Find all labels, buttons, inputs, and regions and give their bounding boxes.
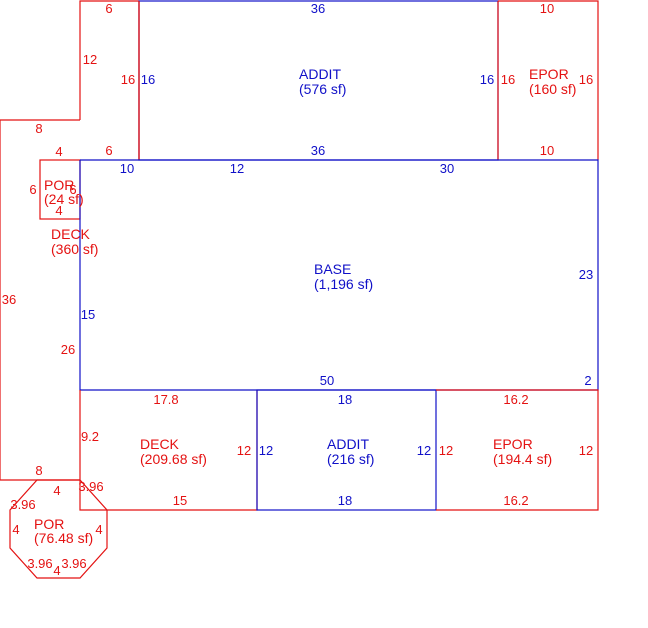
- dim-base-top-a: 10: [120, 161, 134, 176]
- dim-deck-bottom-bottom: 15: [173, 493, 187, 508]
- dim-base-left: 15: [81, 307, 95, 322]
- dim-oct-left: 4: [12, 522, 19, 537]
- dim-addit-top-top: 36: [311, 1, 325, 16]
- deck-bottom-name: DECK: [140, 436, 180, 452]
- outline-layer: [0, 0, 599, 579]
- epor-bottom-outline: [436, 389, 599, 511]
- dim-addit-bottom-right: 12: [417, 443, 431, 458]
- base-size: (1,196 sf): [314, 276, 373, 292]
- dim-base-top-b: 12: [230, 161, 244, 176]
- addit-bottom-name: ADDIT: [327, 436, 369, 452]
- dim-oct-bottom: 4: [53, 563, 60, 578]
- por-octagon-name: POR: [34, 516, 64, 532]
- epor-top-size: (160 sf): [529, 81, 576, 97]
- addit-bottom-size: (216 sf): [327, 451, 374, 467]
- dim-epor-top-left: 16: [501, 72, 515, 87]
- dim-addit-bottom-left: 12: [259, 443, 273, 458]
- dim-epor-top-top: 10: [540, 1, 554, 16]
- dim-oct-right: 4: [95, 522, 102, 537]
- por-octagon-outline: [9, 479, 108, 579]
- dim-top-strip-side: 12: [83, 52, 97, 67]
- dim-addit-top-bottom: 36: [311, 143, 325, 158]
- dim-epor-bottom-top: 16.2: [503, 392, 528, 407]
- dim-por-small-bottom: 4: [55, 203, 62, 218]
- addit-bottom-outline: [256, 389, 437, 511]
- dim-deck-bottom-left: 9.2: [81, 429, 99, 444]
- deck-left-name: DECK: [51, 226, 91, 242]
- addit-top-name: ADDIT: [299, 66, 341, 82]
- epor-top-name: EPOR: [529, 66, 569, 82]
- dim-oct-top: 4: [53, 483, 60, 498]
- dim-por-small-top: 4: [55, 144, 62, 159]
- dim-por-small-left: 6: [29, 182, 36, 197]
- dim-oct-bottom-left: 3.96: [27, 556, 52, 571]
- por-small-size: (24 sf): [44, 191, 84, 207]
- base-name: BASE: [314, 261, 351, 277]
- dim-top-strip-bottom: 6: [105, 143, 112, 158]
- dim-addit-bottom-bottom: 18: [338, 493, 352, 508]
- dim-addit-bottom-top: 18: [338, 392, 352, 407]
- dim-top-strip-top: 6: [105, 1, 112, 16]
- por-small-name: POR: [44, 177, 74, 193]
- dim-deck-left-side: 36: [2, 292, 16, 307]
- dim-oct-top-left: 3.96: [10, 497, 35, 512]
- dim-epor-bottom-left: 12: [439, 443, 453, 458]
- dim-deck-bottom-right: 12: [237, 443, 251, 458]
- area-labels: ADDIT (576 sf) EPOR (160 sf) BASE (1,196…: [34, 66, 576, 546]
- dim-oct-bottom-right: 3.96: [61, 556, 86, 571]
- dim-epor-bottom-bottom: 16.2: [503, 493, 528, 508]
- dim-base-top-c: 30: [440, 161, 454, 176]
- dim-base-bottom: 50: [320, 373, 334, 388]
- epor-bottom-name: EPOR: [493, 436, 533, 452]
- dim-top-strip-inner: 16: [121, 72, 135, 87]
- deck-bottom-size: (209.68 sf): [140, 451, 207, 467]
- dim-base-right: 23: [579, 267, 593, 282]
- epor-bottom-size: (194.4 sf): [493, 451, 552, 467]
- dim-epor-top-right: 16: [579, 72, 593, 87]
- addit-top-size: (576 sf): [299, 81, 346, 97]
- epor-top-outline: [498, 0, 599, 160]
- dim-por-small-right: 6: [69, 182, 76, 197]
- dim-deck-bottom-top: 17.8: [153, 392, 178, 407]
- deck-left-size: (360 sf): [51, 241, 98, 257]
- dim-epor-top-bottom: 10: [540, 143, 554, 158]
- por-octagon-size: (76.48 sf): [34, 530, 93, 546]
- dim-deck-left-top: 8: [35, 121, 42, 136]
- dim-deck-left-bottom: 8: [35, 463, 42, 478]
- dim-deck-left-inner: 26: [61, 342, 75, 357]
- dim-addit-top-left: 16: [141, 72, 155, 87]
- dimension-labels: 6 12 16 6 36 16 16 36 10 16 16 10 8 36 2…: [2, 1, 593, 578]
- dim-oct-top-right: 3.96: [78, 479, 103, 494]
- dim-epor-bottom-right: 12: [579, 443, 593, 458]
- dim-addit-top-right: 16: [480, 72, 494, 87]
- dim-base-step: 2: [584, 373, 591, 388]
